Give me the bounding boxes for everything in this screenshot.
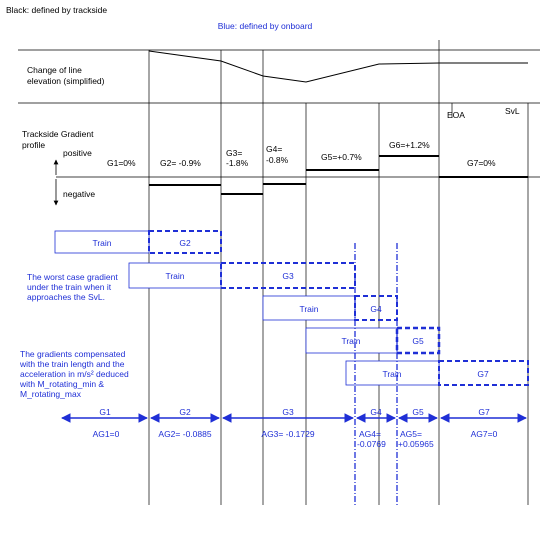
gradient-label-g7: G7=0% — [467, 158, 496, 168]
accel-label-g5-line2: +0.05965 — [398, 439, 434, 449]
train-label: Train — [299, 304, 318, 314]
train-position-4: Train G5 — [305, 326, 441, 355]
accel-label-g2: AG2= -0.0885 — [158, 429, 211, 439]
train-box — [345, 360, 440, 386]
worst-gradient-label: G3 — [282, 271, 294, 281]
gradient-label-g3-line2: -1.8% — [226, 158, 249, 168]
worst-gradient-label: G4 — [370, 304, 382, 314]
accel-label-g7: AG7=0 — [471, 429, 498, 439]
compensated-note-line4: with M_rotating_min & — [19, 379, 104, 389]
gradient-label-g6: G6=+1.2% — [389, 140, 430, 150]
segment-label-g3: G3 — [282, 407, 294, 417]
negative-label: negative — [63, 189, 95, 199]
train-position-1: Train G2 — [54, 230, 222, 254]
elevation-label-line2: elevation (simplified) — [27, 76, 105, 86]
positive-label: positive — [63, 148, 92, 158]
train-position-3: Train G4 — [262, 295, 398, 321]
compensated-note-line1: The gradients compensated — [20, 349, 126, 359]
accel-label-g4-line1: AG4= — [359, 429, 381, 439]
worst-gradient-label: G7 — [477, 369, 489, 379]
svl-label: SvL — [505, 106, 520, 116]
segment-label-g7: G7 — [478, 407, 490, 417]
gradient-label-g2: G2= -0.9% — [160, 158, 201, 168]
gradient-label-g1: G1=0% — [107, 158, 136, 168]
eoa-label: EOA — [447, 110, 465, 120]
segment-label-g1: G1 — [99, 407, 111, 417]
worst-gradient-box — [438, 360, 529, 386]
compensated-note-line2: with the train length and the — [19, 359, 125, 369]
legend-onboard: Blue: defined by onboard — [218, 21, 313, 31]
train-box — [305, 327, 398, 354]
gradient-levels — [149, 155, 528, 195]
train-label: Train — [165, 271, 184, 281]
accel-label-g3: AG3= -0.1729 — [261, 429, 314, 439]
train-label: Train — [382, 369, 401, 379]
train-label: Train — [92, 238, 111, 248]
segment-label-g4: G4 — [370, 407, 382, 417]
train-position-5: Train G7 — [345, 360, 529, 386]
worst-gradient-box — [395, 326, 441, 355]
gradient-label-g4-line1: G4= — [266, 144, 282, 154]
legend-trackside: Black: defined by trackside — [6, 5, 107, 15]
segment-label-g5: G5 — [412, 407, 424, 417]
accel-label-g4-line2: -0.0769 — [357, 439, 386, 449]
worst-gradient-label: G5 — [412, 336, 424, 346]
worst-gradient-label: G2 — [179, 238, 191, 248]
gradient-label-g4-line2: -0.8% — [266, 155, 289, 165]
worst-case-note-line2: under the train when it — [27, 282, 112, 292]
gradient-label-line2: profile — [22, 140, 45, 150]
gradient-label-g3-line1: G3= — [226, 148, 242, 158]
gradient-label-g5: G5=+0.7% — [321, 152, 362, 162]
train-label: Train — [341, 336, 360, 346]
compensated-note-line5: M_rotating_max — [20, 389, 82, 399]
accel-label-g1: AG1=0 — [93, 429, 120, 439]
worst-gradient-box — [148, 230, 222, 254]
train-box — [128, 262, 222, 289]
gradient-label-line1: Trackside Gradient — [22, 129, 94, 139]
train-position-2: Train G3 — [128, 262, 356, 289]
worst-case-note-line3: approaches the SvL. — [27, 292, 105, 302]
elevation-profile-line — [148, 50, 528, 83]
accel-label-g5-line1: AG5= — [400, 429, 422, 439]
segment-label-g2: G2 — [179, 407, 191, 417]
worst-gradient-box — [354, 295, 398, 321]
elevation-label-line1: Change of line — [27, 65, 82, 75]
worst-case-note-line1: The worst case gradient — [27, 272, 118, 282]
worst-gradient-box — [220, 262, 356, 289]
compensated-note-line3: acceleration in m/s² deduced — [20, 369, 129, 379]
